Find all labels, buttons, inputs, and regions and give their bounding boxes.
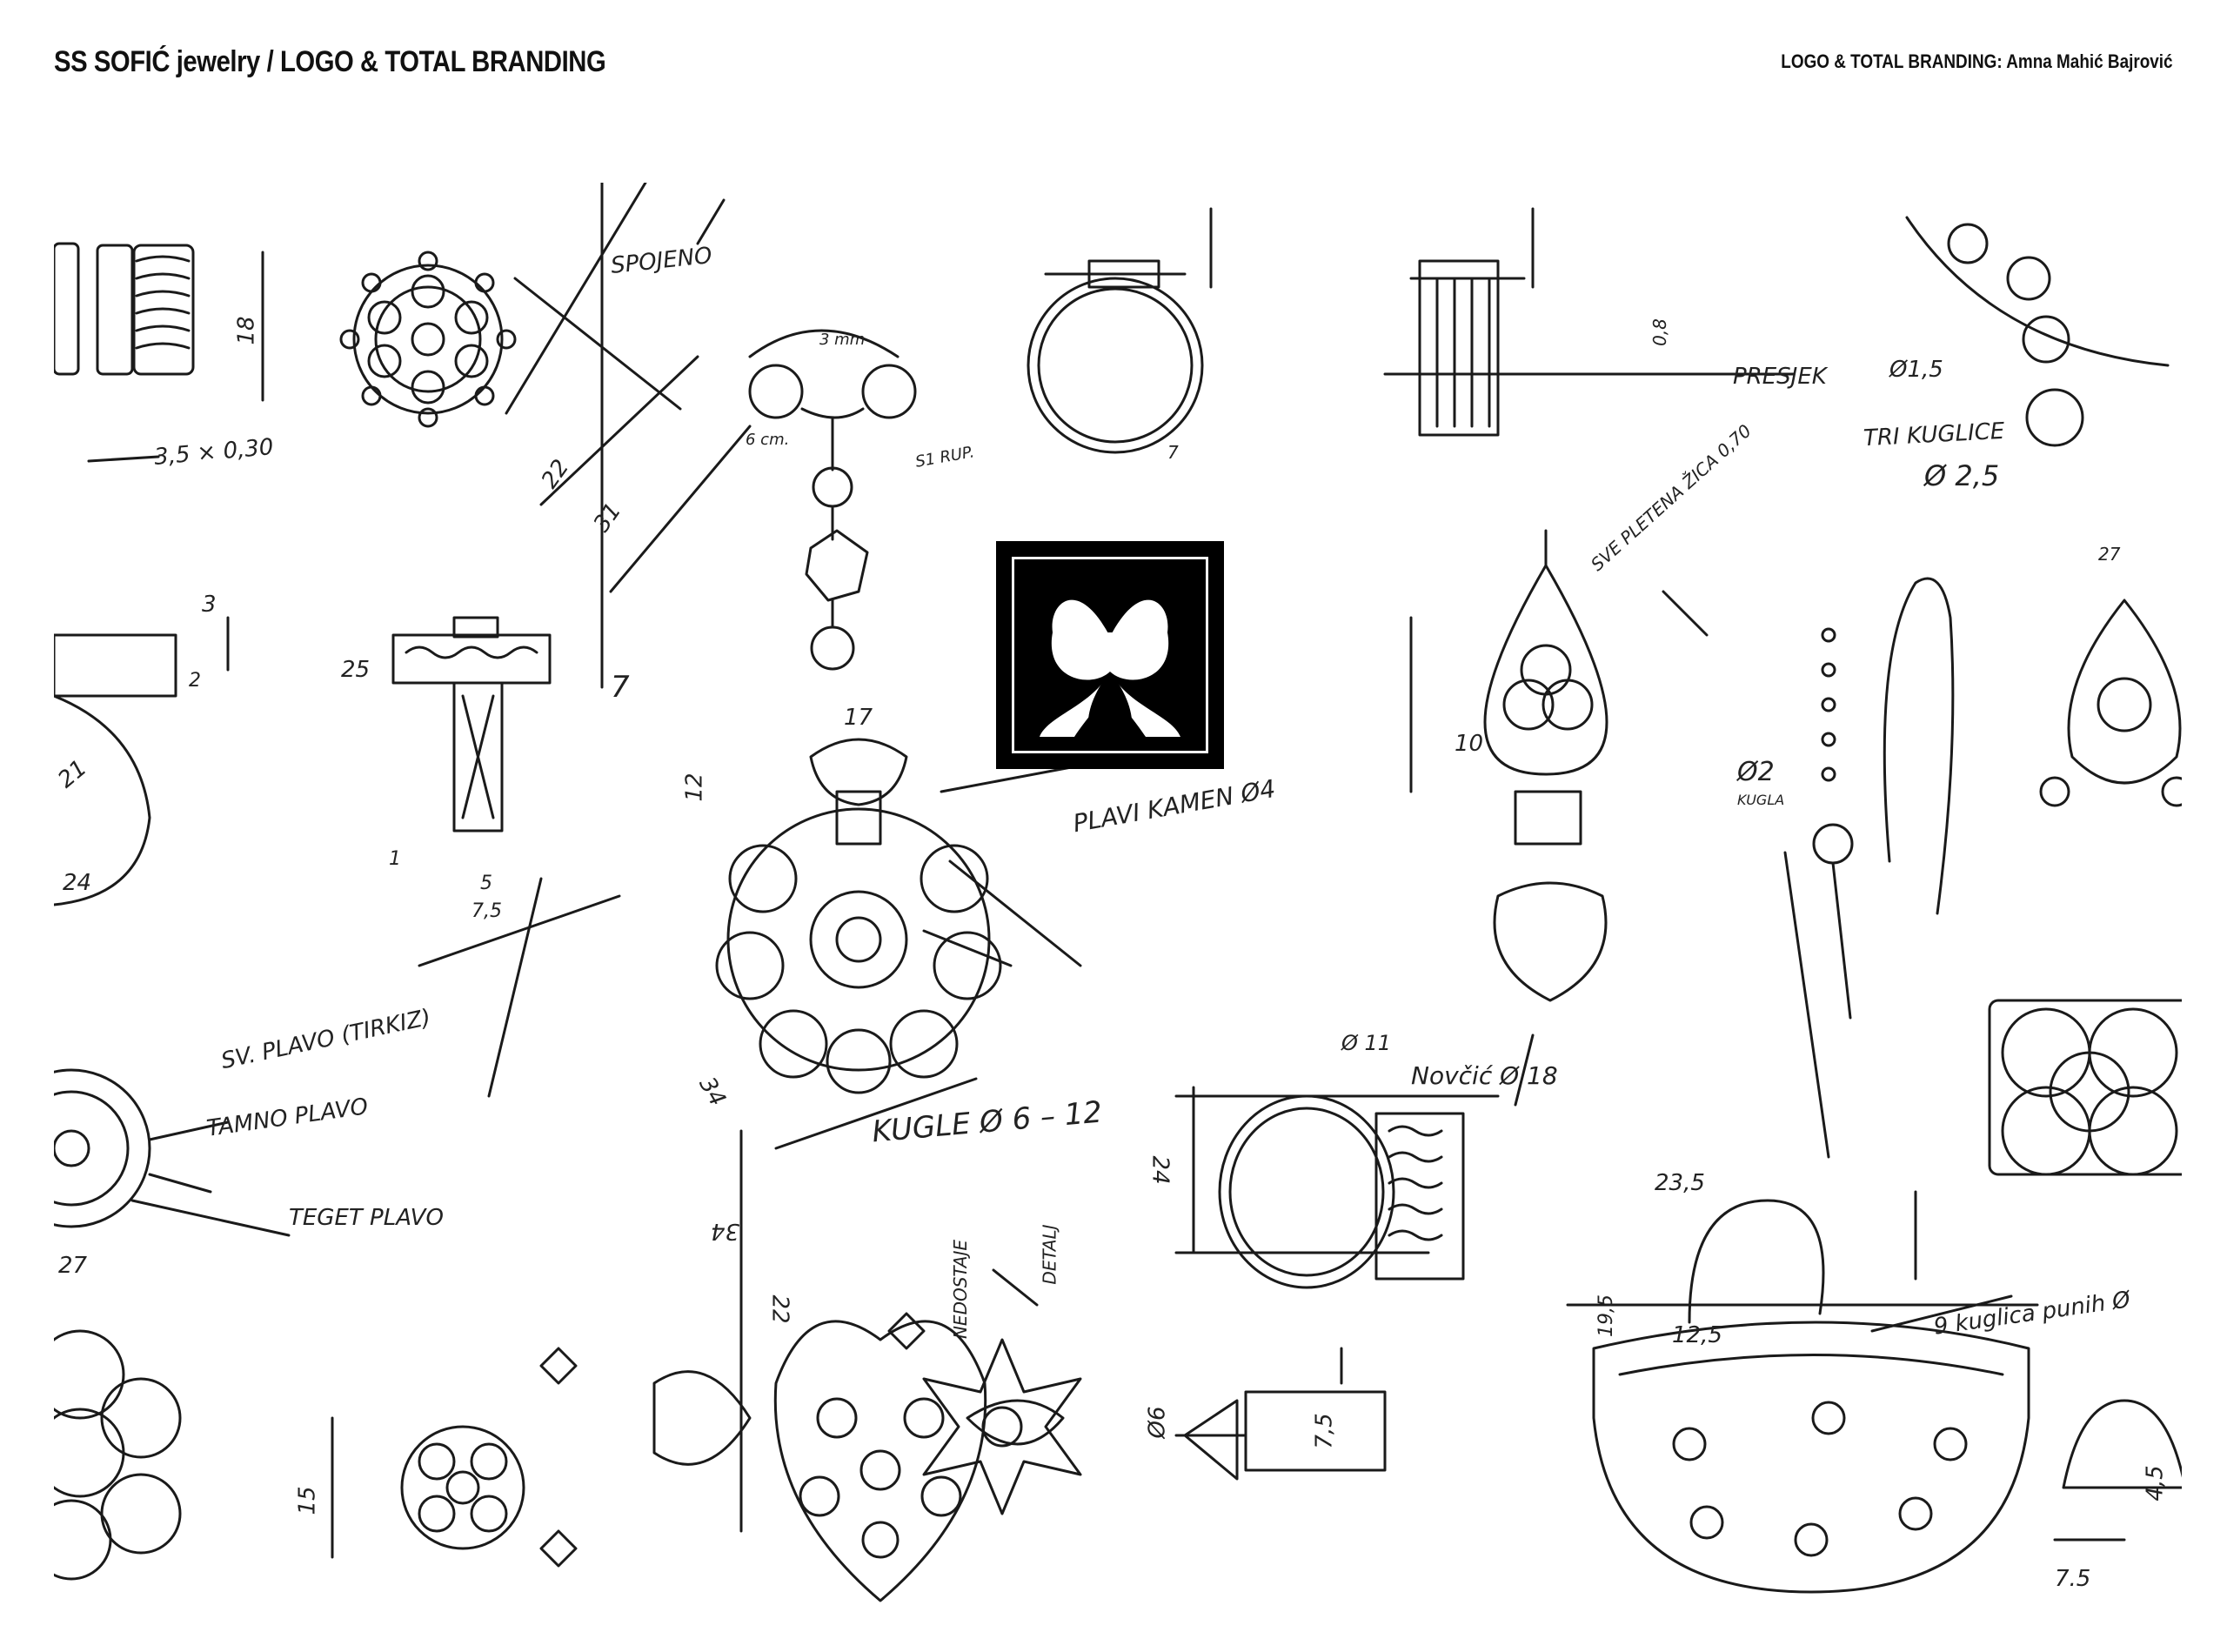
teardrop-pendant-sketch xyxy=(1409,529,1608,1002)
sketch-drawings xyxy=(54,183,2182,1602)
hook-earring-sketch xyxy=(1812,577,1955,1020)
dim-d6: Ø6 xyxy=(1144,1406,1171,1439)
dim-10: 10 xyxy=(1455,731,1484,757)
dim-22b: 22 xyxy=(766,1294,793,1324)
note-kugla: KUGLA xyxy=(1737,792,1785,808)
ss-monogram-logo xyxy=(996,541,1224,769)
scalloped-piece-sketch xyxy=(54,1329,182,1581)
dim-27: 27 xyxy=(2098,544,2121,565)
dim-1: 1 xyxy=(389,848,401,870)
note-teget-plavo: TEGET PLAVO xyxy=(289,1205,444,1231)
dim-d11: Ø 11 xyxy=(1341,1031,1392,1055)
dim-2: 2 xyxy=(189,670,201,692)
drop-earring-bottom-sketch xyxy=(331,1347,578,1568)
star-flower-sketch xyxy=(922,1268,1082,1515)
dim-19-5: 19,5 xyxy=(1595,1294,1617,1337)
dim-d2: Ø2 xyxy=(1737,757,1775,787)
note-detalj: DETALJ xyxy=(1039,1224,1060,1285)
design-credit: LOGO & TOTAL BRANDING: Amna Mahić Bajrov… xyxy=(1781,50,2173,72)
note-presjek: PRESJEK xyxy=(1733,364,1827,390)
dim-7: 7 xyxy=(1167,442,1179,463)
dim-5: 5 xyxy=(480,873,492,894)
dim-24b: 24 xyxy=(1147,1155,1174,1185)
round-brooch-sketch xyxy=(54,1068,291,1237)
dim-3mm: 3 mm xyxy=(819,331,866,349)
page-header: SS SOFIĆ jewelry / LOGO & TOTAL BRANDING… xyxy=(54,45,2173,94)
small-ring-profile-sketch xyxy=(1174,1347,1387,1481)
dim-d1-5: Ø1,5 xyxy=(1889,357,1943,383)
dim-6cm: 6 cm. xyxy=(746,431,790,449)
filigree-panel-sketch xyxy=(1988,999,2182,1176)
rosette-sketch xyxy=(339,183,752,593)
dim-15: 15 xyxy=(294,1486,321,1515)
dim-24: 24 xyxy=(63,870,92,896)
bracelet-segment-sketch xyxy=(54,242,264,463)
dim-7b: 7 xyxy=(611,670,630,705)
ring-sketch-top xyxy=(1027,207,1213,454)
dim-25: 25 xyxy=(341,657,371,683)
logo-frame xyxy=(1012,557,1208,753)
dim-34b: 34 xyxy=(711,1218,740,1244)
dim-23-5: 23,5 xyxy=(1655,1170,1705,1196)
bracelet-section-sketch xyxy=(1383,207,1796,437)
pendant-earring-sketch xyxy=(748,329,917,671)
note-novcic: Novčić Ø 18 xyxy=(1411,1061,1558,1090)
dim-0-8: 0,8 xyxy=(1649,318,1670,346)
page-title: SS SOFIĆ jewelry / LOGO & TOTAL BRANDING xyxy=(54,45,606,78)
jewelry-sketch-collage: SPOJENO 3,5 × 0,30 18 22 31 3 mm 6 cm. S… xyxy=(54,183,2182,1609)
dim-12: 12 xyxy=(681,772,708,802)
ss-monogram-icon xyxy=(1040,599,1180,737)
dim-7-5b: 7,5 xyxy=(1311,1413,1338,1449)
ring-profile-left-sketch xyxy=(54,616,230,906)
flower-pendant-sketch xyxy=(715,738,1002,1094)
note-nedostaje: NEDOSTAJE xyxy=(950,1239,972,1340)
dim-d2-5: Ø 2,5 xyxy=(1924,459,2000,492)
annotation-leaders xyxy=(418,198,2013,1533)
dim-12-5: 12,5 xyxy=(1672,1322,1722,1348)
dim-4-5: 4,5 xyxy=(2142,1465,2169,1502)
granulated-ring-sketch xyxy=(1174,1086,1500,1289)
dim-17: 17 xyxy=(844,705,873,731)
dim-7-5: 7,5 xyxy=(471,900,502,922)
earring-top-right-sketch xyxy=(1905,216,2170,447)
bell-sketch xyxy=(2053,1399,2182,1542)
dim-18: 18 xyxy=(233,316,260,345)
semicircle-pendant-sketch xyxy=(1566,1190,2039,1594)
chandelier-earring-sketch xyxy=(2039,599,2182,807)
ring-shank-sketch xyxy=(391,183,604,833)
dim-3: 3 xyxy=(202,592,217,618)
dim-7-5c: 7.5 xyxy=(2055,1566,2091,1592)
heart-pendant-sketch xyxy=(652,1312,1065,1602)
dim-27b: 27 xyxy=(58,1253,88,1279)
